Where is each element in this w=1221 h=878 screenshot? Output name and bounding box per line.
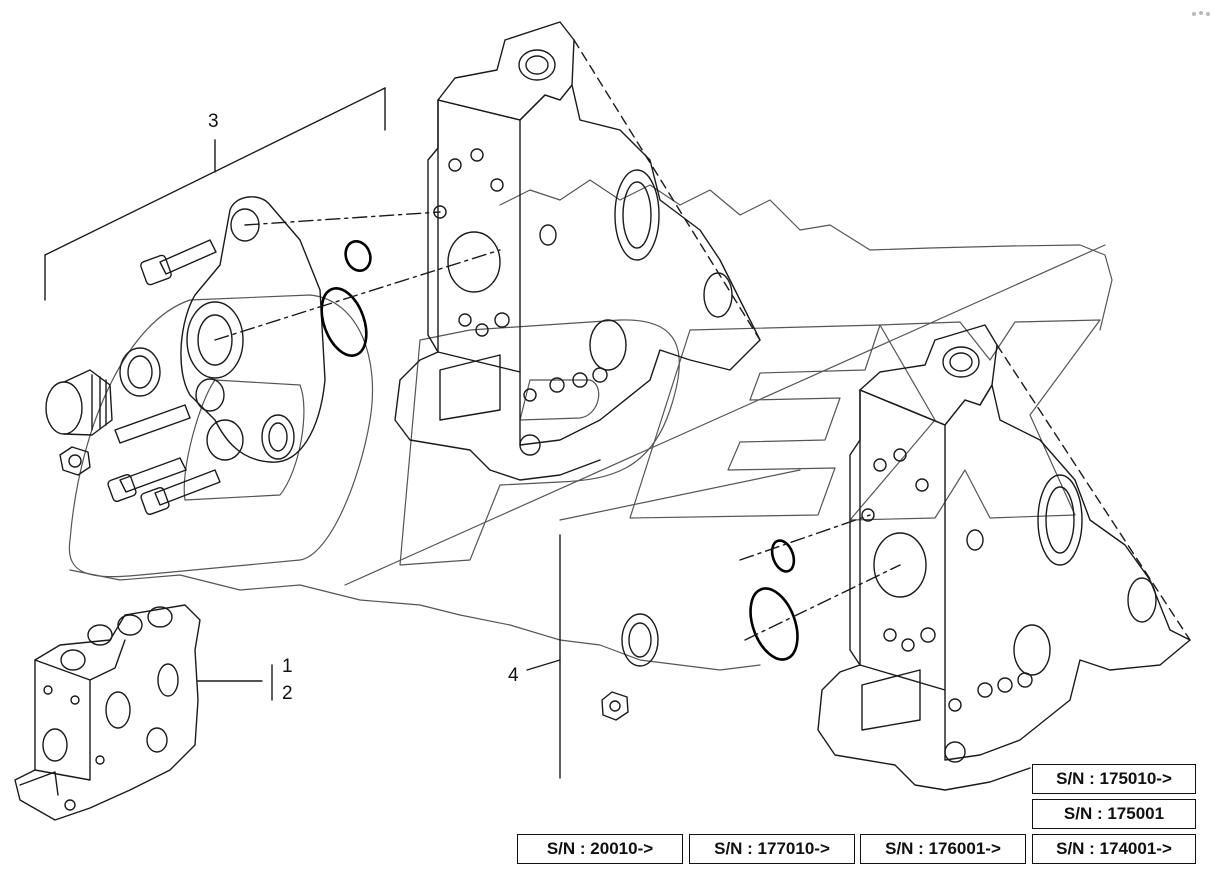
serial-number-box: S/N : 174001-> <box>1032 834 1196 864</box>
flange-cover <box>180 196 326 463</box>
group-3-bracket-line <box>44 87 386 301</box>
lower-valve-body <box>817 324 1191 791</box>
group-4-parts <box>526 534 659 779</box>
small-valve-assembly <box>14 604 201 821</box>
serial-number-box: S/N : 176001-> <box>860 834 1026 864</box>
callout-bracket-1-2 <box>197 664 273 701</box>
corner-mark-icon <box>1192 11 1210 16</box>
callout-number-1: 1 <box>282 656 293 677</box>
watermark-logo <box>68 179 1113 671</box>
bolts-and-plugs <box>45 239 221 516</box>
alignment-lines <box>214 211 901 641</box>
serial-number-box: S/N : 175010-> <box>1032 764 1196 794</box>
serial-number-box: S/N : 177010-> <box>689 834 855 864</box>
callout-number-2: 2 <box>282 683 293 704</box>
callout-number-4: 4 <box>508 665 519 686</box>
upper-valve-body <box>394 21 761 481</box>
serial-number-box: S/N : 20010-> <box>517 834 683 864</box>
callout-number-3: 3 <box>208 111 219 132</box>
serial-number-box: S/N : 175001 <box>1032 799 1196 829</box>
